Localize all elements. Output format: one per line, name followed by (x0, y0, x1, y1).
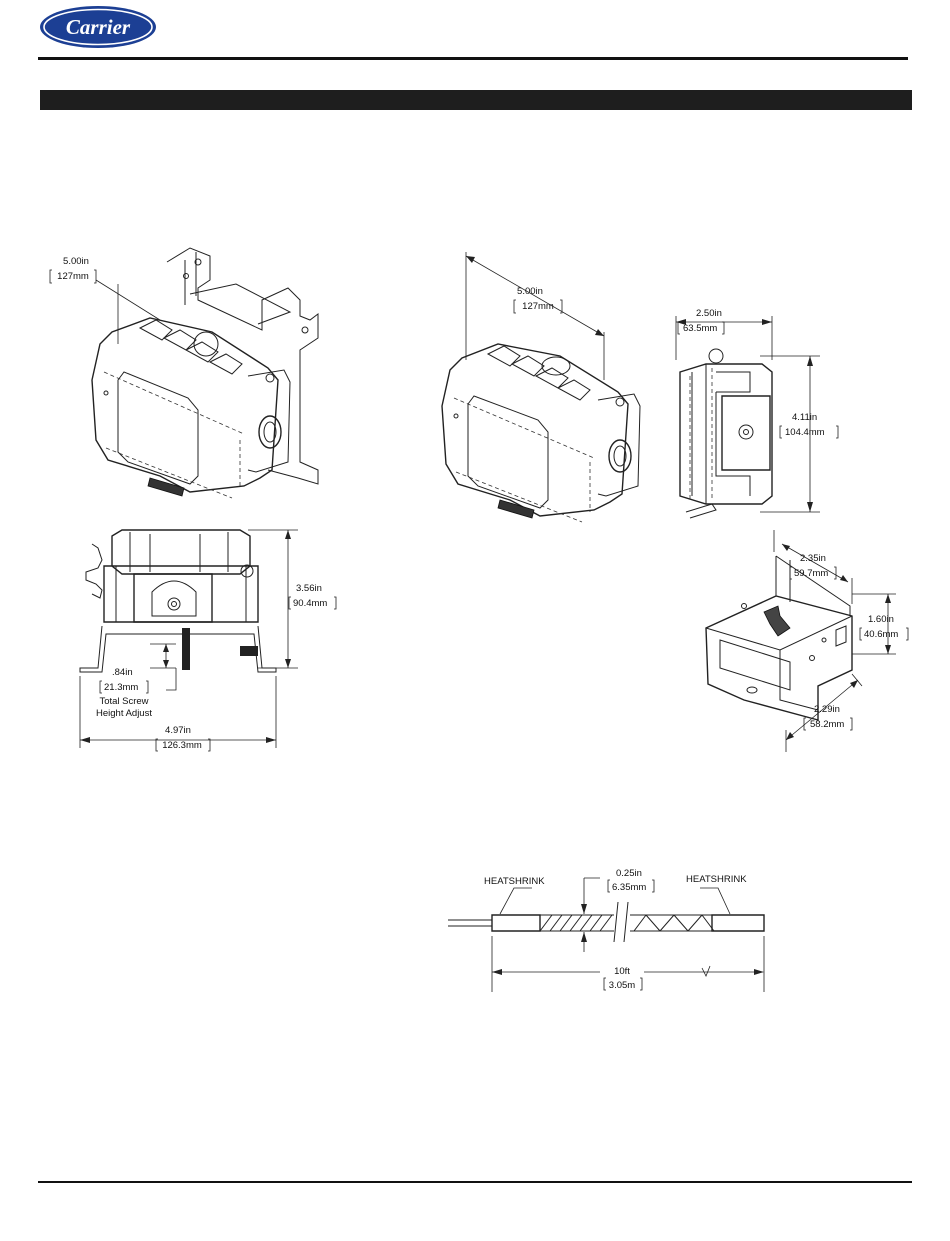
side-height-in: 4.11in (792, 412, 817, 423)
enclosure-iso-right: 5.00in 127mm (442, 252, 640, 522)
iso-right-width-in: 5.00in (517, 286, 543, 297)
iso-right-width-mm: 127mm (522, 301, 554, 312)
bracket-height-in: 1.60in (868, 614, 894, 625)
front-height-in: 3.56in (296, 583, 322, 594)
probe-left-label: HEATSHRINK (484, 876, 545, 887)
bracket-depth-mm: 58.2mm (810, 719, 844, 730)
probe-length-m: 3.05m (609, 980, 635, 991)
screw-note-2: Height Adjust (96, 708, 152, 719)
front-height-mm: 90.4mm (293, 598, 327, 609)
screw-mm: 21.3mm (104, 682, 138, 693)
enclosure-side: 2.50in 63.5mm 4.11in 104.4mm (676, 308, 838, 518)
bracket-depth-in: 2.29in (814, 704, 840, 715)
bracket-width-mm: 59.7mm (794, 568, 828, 579)
screw-note-1: Total Screw (99, 696, 148, 707)
mounting-bracket: 2.35in 59.7mm 1.60in 40.6mm 2.29in 58.2m… (706, 530, 908, 752)
enclosure-iso-left: 5.00in 127mm (50, 248, 318, 498)
side-depth-in: 2.50in (696, 308, 722, 319)
enclosure-front: 3.56in 90.4mm .84in 21.3mm Total Screw H… (80, 530, 336, 751)
screw-in: .84in (112, 667, 133, 678)
side-depth-mm: 63.5mm (683, 323, 717, 334)
probe-right-label: HEATSHRINK (686, 874, 747, 885)
probe-drawing: HEATSHRINK HEATSHRINK 0.25in 6.35mm 10ft… (448, 868, 764, 992)
probe-dia-in: 0.25in (616, 868, 642, 879)
side-height-mm: 104.4mm (785, 427, 825, 438)
front-width-in: 4.97in (165, 725, 191, 736)
front-width-mm: 126.3mm (162, 740, 202, 751)
bracket-width-in: 2.35in (800, 553, 826, 564)
footer-rule (38, 1181, 912, 1183)
iso-left-width-mm: 127mm (57, 271, 89, 282)
bracket-height-mm: 40.6mm (864, 629, 898, 640)
probe-length-ft: 10ft (614, 966, 630, 977)
probe-dia-mm: 6.35mm (612, 882, 646, 893)
iso-left-width-in: 5.00in (63, 256, 89, 267)
